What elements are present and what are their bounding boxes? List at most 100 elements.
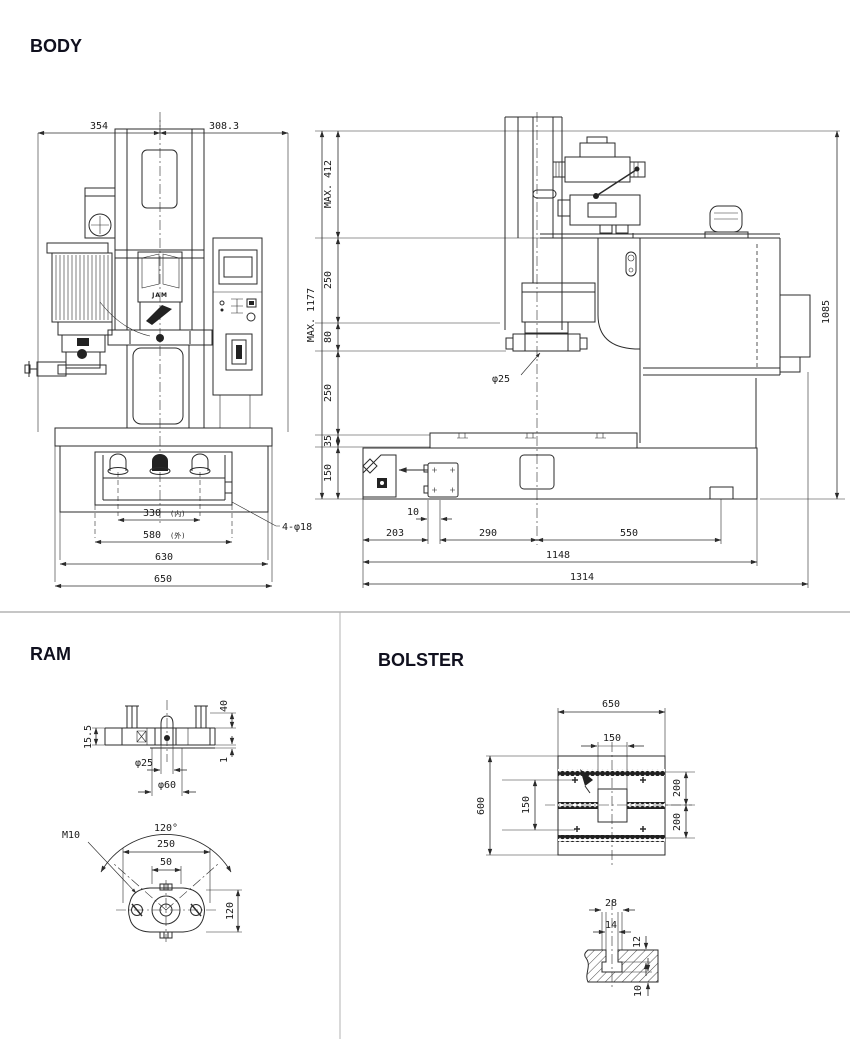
body-title: BODY bbox=[30, 36, 82, 56]
ram-right-pins bbox=[194, 705, 208, 728]
dim-600: 600 bbox=[476, 797, 487, 815]
front-head-column bbox=[114, 128, 205, 331]
ram-flange-outline bbox=[128, 887, 205, 933]
side-frame-body bbox=[597, 238, 781, 448]
phi25-leader bbox=[520, 352, 541, 376]
panel-cabinet bbox=[212, 237, 263, 396]
dim-120: 120 bbox=[225, 902, 236, 920]
dim-15-5: 15.5 bbox=[83, 725, 94, 749]
ram-title: RAM bbox=[30, 644, 71, 664]
base-foot bbox=[709, 486, 734, 499]
ram-boss-hole bbox=[164, 735, 170, 741]
dim-308: 308.3 bbox=[209, 121, 239, 132]
clamp-symbol bbox=[580, 769, 593, 786]
indicator-lamp bbox=[219, 300, 225, 306]
counter-digits bbox=[249, 301, 254, 305]
dim-1085: 1085 bbox=[821, 300, 832, 324]
front-head-window bbox=[141, 149, 178, 209]
motor-fins bbox=[55, 255, 109, 320]
dim-14: 14 bbox=[605, 920, 617, 931]
oil-filler-base bbox=[704, 231, 749, 239]
dim-80: 80 bbox=[323, 331, 334, 343]
base-top-plate bbox=[54, 427, 273, 447]
counter-window bbox=[246, 298, 257, 308]
clamp-bolt-left bbox=[109, 453, 127, 471]
lower-column-panel bbox=[132, 347, 184, 425]
clamp-bolt-right bbox=[191, 453, 209, 471]
dim-330-suffix: (内) bbox=[170, 509, 185, 518]
foot-switch-pedal bbox=[362, 458, 378, 474]
bolster-plan-view: 650 150 600 150 200 200 bbox=[476, 699, 695, 868]
tslot-wall-lines bbox=[601, 912, 623, 950]
logo-text: JAM bbox=[151, 292, 168, 299]
angle-arc bbox=[100, 834, 232, 873]
motor-body bbox=[51, 252, 113, 323]
tap-hole-marks bbox=[572, 777, 646, 832]
base-access-hole bbox=[519, 454, 555, 490]
ram-center-boss bbox=[160, 715, 174, 745]
slide-box bbox=[521, 282, 596, 323]
dim-650: 650 bbox=[154, 574, 172, 585]
flange-centerlines bbox=[116, 880, 216, 942]
pump-valve-knob bbox=[77, 349, 87, 359]
valve-top-blocks bbox=[564, 136, 631, 183]
dim-290: 290 bbox=[479, 528, 497, 539]
valve-knob-lines bbox=[555, 162, 639, 177]
dim-b150-top: 150 bbox=[603, 733, 621, 744]
display-bezel bbox=[218, 249, 258, 285]
dim-28: 28 bbox=[605, 898, 617, 909]
side-valve-handwheel bbox=[24, 364, 31, 374]
valve-lower-block bbox=[569, 194, 641, 226]
ram-50-extensions bbox=[151, 866, 182, 884]
dim-m10: M10 bbox=[62, 830, 80, 841]
front-left-bracket bbox=[84, 187, 115, 239]
junction-box bbox=[427, 462, 459, 498]
m10-leader bbox=[87, 841, 137, 894]
frame-handle bbox=[625, 251, 637, 277]
base-body bbox=[59, 446, 269, 513]
dim-max-1177: MAX. 1177 bbox=[306, 288, 317, 342]
clamp-symbol-stem bbox=[584, 785, 591, 794]
rear-accessory-block bbox=[780, 294, 811, 373]
die-plate-tslots bbox=[457, 433, 606, 439]
rod-coupling bbox=[505, 333, 588, 352]
dim-phi25-ram: φ25 bbox=[135, 758, 153, 769]
tslot-row-top bbox=[558, 769, 665, 776]
indicator-dot bbox=[220, 308, 224, 312]
lower-column bbox=[126, 345, 190, 428]
ram-1-extensions bbox=[215, 744, 236, 749]
ram-bottom-view: 120° 250 50 M10 120 bbox=[62, 823, 242, 942]
tslot-detail-view: 28 14 12 10 bbox=[584, 898, 659, 997]
dim-b10: 10 bbox=[633, 985, 644, 997]
start-button bbox=[246, 312, 256, 322]
dim-4-phi18: 4-φ18 bbox=[282, 522, 312, 533]
dim-250-lower: 250 bbox=[323, 384, 334, 402]
dim-150: 150 bbox=[323, 464, 334, 482]
switch-lever bbox=[236, 345, 242, 359]
ram-right-block bbox=[175, 727, 211, 746]
bolster-150left-extensions bbox=[502, 779, 575, 831]
bolster-title: BOLSTER bbox=[378, 650, 464, 670]
side-valve bbox=[28, 361, 67, 377]
foot-switch bbox=[362, 454, 397, 498]
ram-250-extensions bbox=[122, 848, 211, 903]
valve-lever-tip bbox=[634, 166, 640, 172]
switch-box bbox=[225, 333, 253, 371]
dim-b650: 650 bbox=[602, 699, 620, 710]
dim-354: 354 bbox=[90, 121, 108, 132]
ram-plate bbox=[104, 727, 216, 749]
dim-phi25-side: φ25 bbox=[492, 374, 510, 385]
control-panel bbox=[203, 237, 263, 428]
valve-nameplate bbox=[587, 202, 617, 218]
ram-side-view: 15.5 40 1 φ25 φ60 bbox=[83, 700, 236, 796]
dim-250-upper: 250 bbox=[323, 271, 334, 289]
side-bottom-extensions bbox=[362, 372, 809, 588]
pressure-gauge-needle bbox=[91, 216, 109, 234]
dim-200a: 200 bbox=[672, 779, 683, 797]
bolster-section: BOLSTER 650 150 600 150 bbox=[378, 650, 695, 997]
crosshead-plate bbox=[107, 329, 213, 346]
front-bottom-hidden-extensions bbox=[94, 472, 233, 538]
angle-legs bbox=[113, 863, 219, 911]
